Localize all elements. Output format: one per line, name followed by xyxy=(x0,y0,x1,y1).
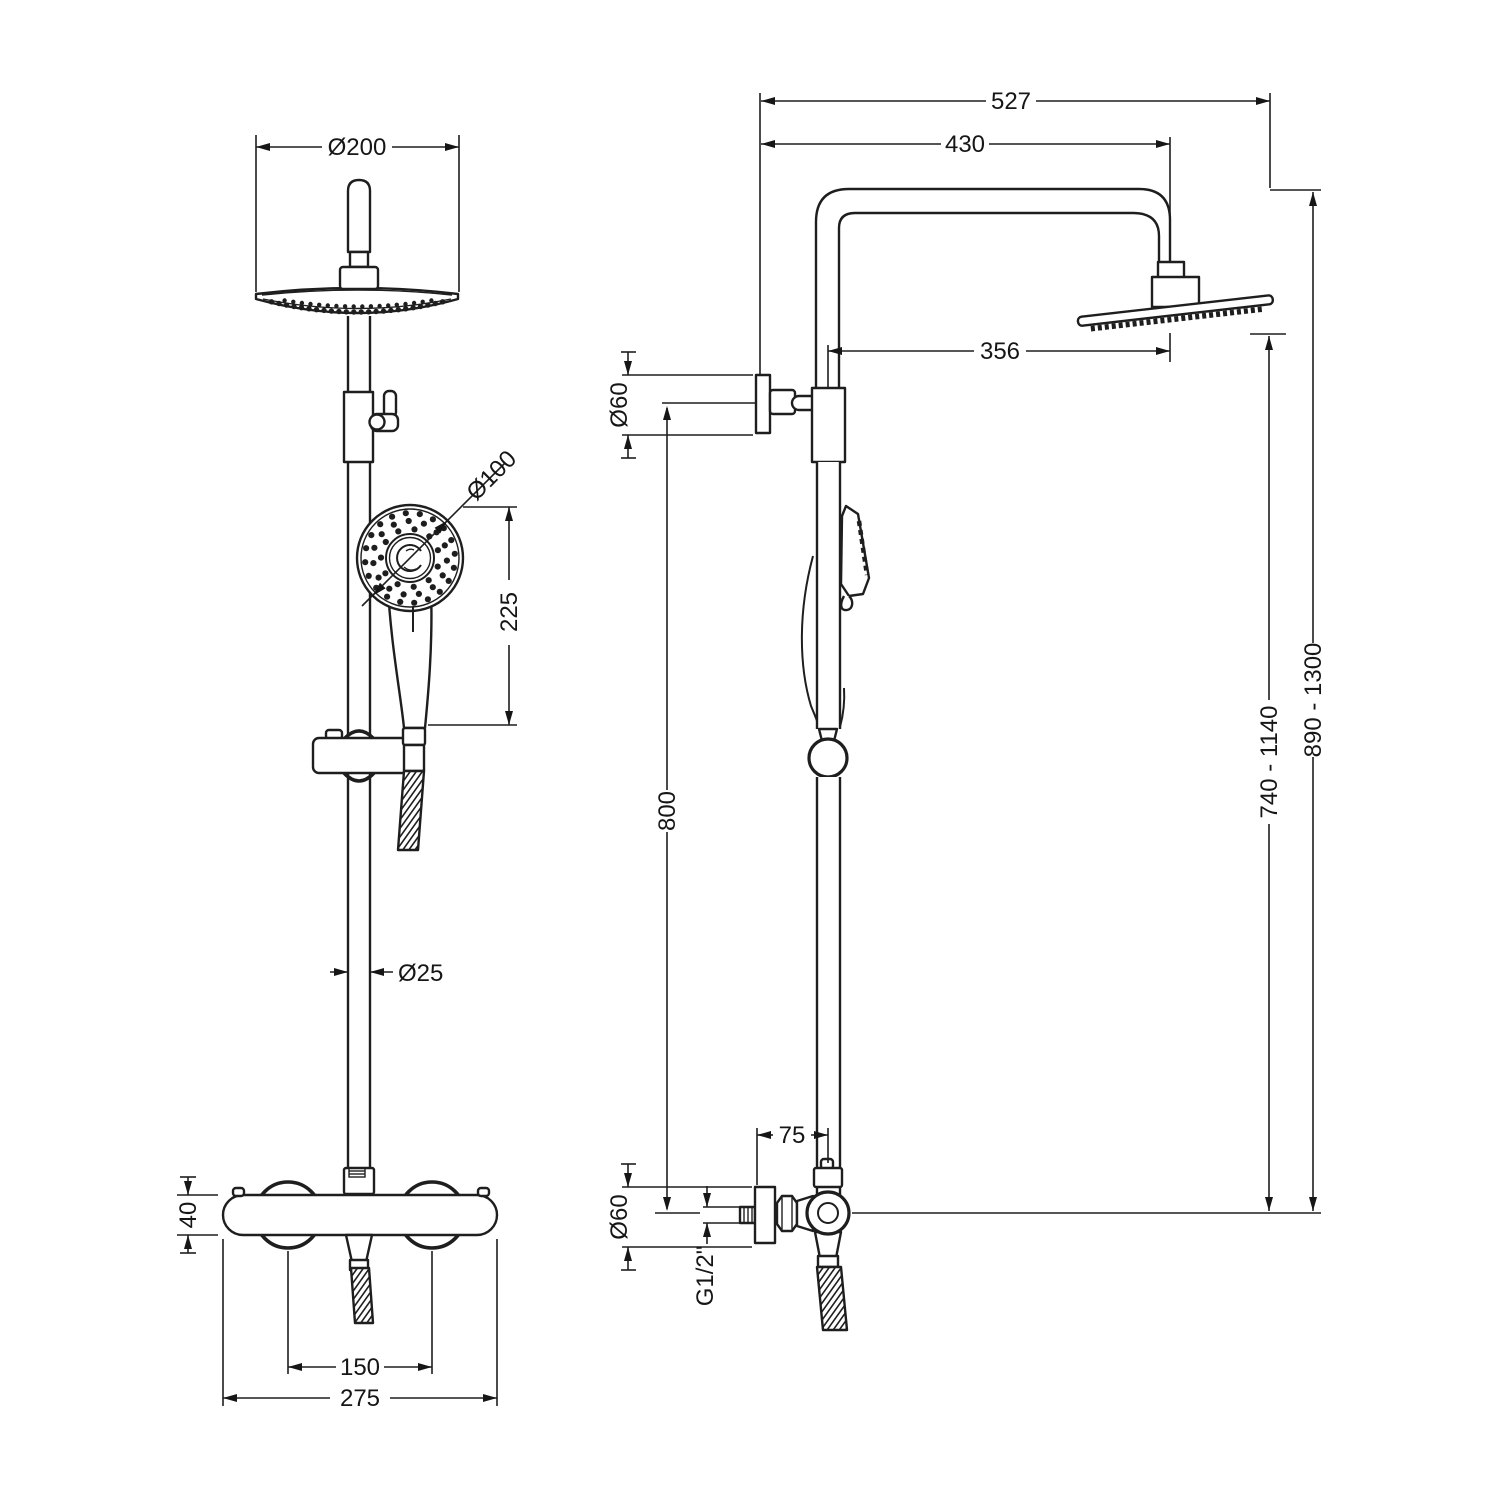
valve-hose-front xyxy=(349,1266,375,1325)
riser-pipe-side xyxy=(815,462,842,729)
dim-label-head-diameter: Ø200 xyxy=(328,134,387,161)
front-view-dimensions: Ø200 Ø100 225 Ø25 40 150 275 xyxy=(175,134,523,1412)
front-view-drawing xyxy=(221,178,499,1325)
overhead-shower-side xyxy=(1076,260,1275,332)
overhead-shower-head xyxy=(254,286,460,315)
side-view-drawing xyxy=(662,187,1275,1332)
slide-bracket-side xyxy=(807,727,849,779)
mixer-valve-front xyxy=(221,1166,499,1272)
hand-shower-handle xyxy=(386,586,433,773)
valve-outlet-side xyxy=(813,1230,843,1260)
dimension-arrowheads xyxy=(184,97,1317,1402)
dim-label-riser-diameter: Ø25 xyxy=(398,960,443,987)
dim-label-arm-reach: 430 xyxy=(945,131,985,158)
slide-rail-bracket xyxy=(311,728,424,783)
dim-label-overall-reach: 527 xyxy=(991,88,1031,115)
wall-bracket-upper xyxy=(662,373,821,435)
handset-nozzle-dots xyxy=(362,510,458,606)
wall-flange-lower xyxy=(753,1185,777,1245)
dim-label-bracket-diameter: Ø60 xyxy=(606,382,633,427)
overhead-shower-collar xyxy=(338,250,380,291)
dim-label-handset-diameter: Ø100 xyxy=(461,445,522,506)
hand-shower-side xyxy=(839,504,871,612)
overhead-shower-stem xyxy=(346,178,372,254)
riser-pipe-side-lower xyxy=(815,777,842,1168)
dim-label-inlet-centres: 150 xyxy=(340,1354,380,1381)
mixer-valve-side xyxy=(738,1157,851,1269)
dim-label-valve-height: 40 xyxy=(175,1202,202,1229)
valve-screw-left xyxy=(231,1186,246,1198)
riser-sleeve-side xyxy=(810,386,847,464)
valve-outlet xyxy=(344,1233,374,1264)
dim-label-valve-width: 275 xyxy=(340,1385,380,1412)
dim-label-riser-height-range: 740 - 1140 xyxy=(1256,706,1283,819)
shower-arm xyxy=(814,187,1172,390)
overhead-nozzle-dots xyxy=(268,298,446,315)
dim-label-overall-height-range: 890 - 1300 xyxy=(1300,643,1327,758)
diverter-assembly xyxy=(342,389,400,464)
valve-knob-side xyxy=(805,1190,851,1236)
dim-label-valve-depth: 75 xyxy=(779,1122,806,1149)
dim-label-inlet-thread: G1/2" xyxy=(692,1246,719,1307)
side-view-dimensions: 527 430 356 Ø60 800 75 xyxy=(606,88,1327,1306)
dim-label-flange-diameter: Ø60 xyxy=(606,1194,633,1239)
hex-nut xyxy=(775,1194,799,1233)
dim-label-head-offset: 356 xyxy=(980,338,1020,365)
valve-screw-right xyxy=(476,1186,491,1198)
valve-body xyxy=(221,1193,499,1237)
dim-label-bracket-drop: 800 xyxy=(654,791,681,831)
dim-label-handset-length: 225 xyxy=(496,592,523,632)
